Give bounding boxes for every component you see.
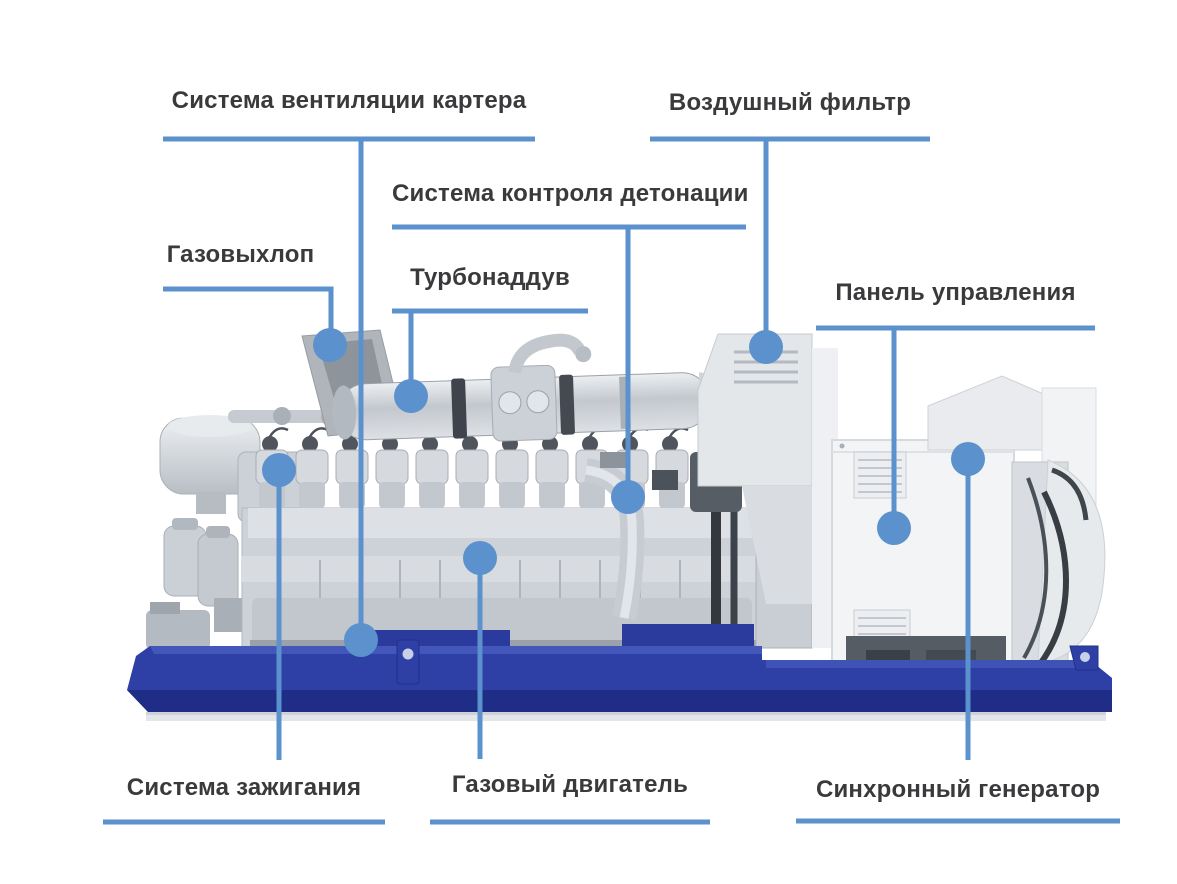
expansion-tank [159,415,261,514]
turbo-pipe [332,333,761,442]
callout-dot-exhaust [313,328,347,362]
label-synchronous-generator: Синхронный генератор [815,776,1101,803]
engine-block [241,507,759,650]
machine [127,329,1112,721]
callouts [103,136,1120,825]
label-gas-engine: Газовый двигатель [451,771,689,798]
callout-dot-ignition [262,453,296,487]
callout-line-exhaust [163,286,334,340]
ground-shadow [146,712,1106,715]
label-turbocharger: Турбонаддув [410,264,570,291]
label-ignition: Система зажигания [126,774,362,801]
callout-dot-synchronous-generator [951,442,985,476]
cylinder-heads [254,427,730,510]
callout-dot-knock-control [611,480,645,514]
callout-dot-gas-engine [463,541,497,575]
base-skid [127,639,1112,712]
callout-dot-air-filter [749,330,783,364]
callout-dot-turbocharger [394,379,428,413]
label-exhaust: Газовыхлоп [166,241,315,268]
ground-shadow [146,715,1106,721]
engine-pedestal [360,630,510,648]
callout-dot-control-panel [877,511,911,545]
label-air-filter: Воздушный фильтр [668,89,912,116]
label-control-panel: Панель управления [835,279,1076,306]
callout-dot-crankcase-ventilation [344,623,378,657]
label-crankcase-ventilation: Система вентиляции картера [171,87,527,114]
engine-pedestal [622,624,754,648]
label-knock-control: Система контроля детонации [392,180,749,207]
